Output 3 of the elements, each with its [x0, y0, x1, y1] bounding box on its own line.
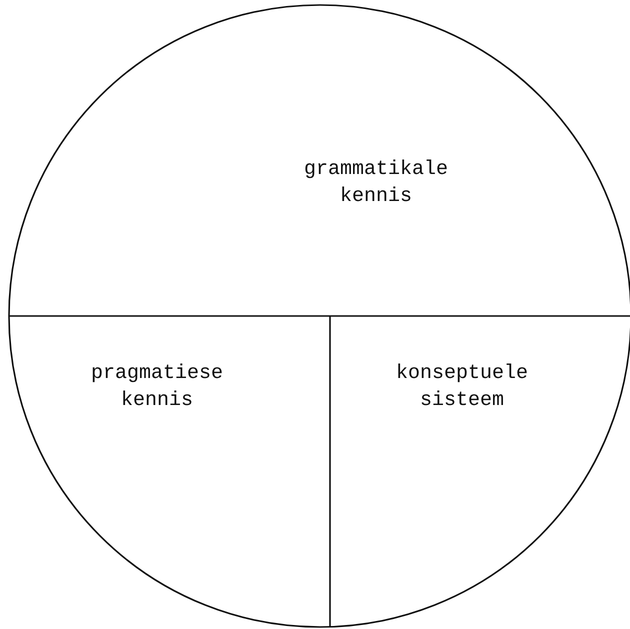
region-label: konseptuele sisteem [362, 360, 562, 414]
region-label: grammatikale kennis [276, 156, 476, 210]
region-label: pragmatiese kennis [57, 360, 257, 414]
